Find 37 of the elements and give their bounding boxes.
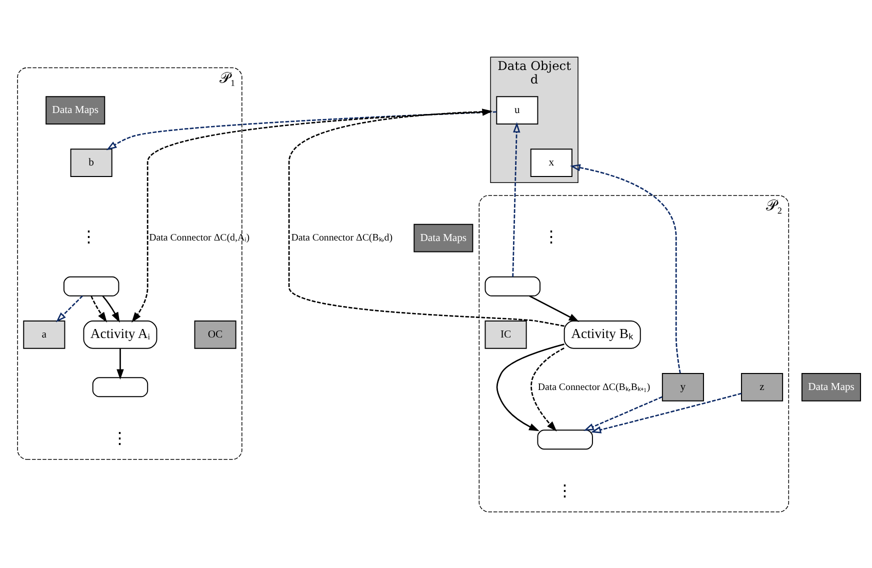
arrow <box>496 343 564 431</box>
node-box: Activity Bₖ <box>564 320 641 348</box>
label: ⋮ <box>542 226 560 246</box>
label: ⋮ <box>556 480 574 500</box>
node-box: b <box>70 148 112 176</box>
node-box: x <box>530 148 572 176</box>
arrow <box>106 110 497 150</box>
arrow <box>288 108 564 326</box>
arrow <box>102 295 120 322</box>
node-box <box>484 276 540 296</box>
node-box: Data Maps <box>414 223 474 252</box>
node-box <box>92 376 148 397</box>
node-box: Data Maps <box>801 372 862 401</box>
arrow <box>570 164 681 373</box>
node-box: OC <box>194 320 236 348</box>
label: ⋮ <box>80 226 98 246</box>
arrow <box>530 347 564 431</box>
arrow <box>584 396 662 430</box>
node-box: z <box>741 372 784 401</box>
arrow <box>512 122 520 276</box>
arrow <box>590 392 742 433</box>
arrow <box>529 294 580 322</box>
edge-label: Data Connector ΔC(Bₖ,d) <box>291 232 393 244</box>
arrow <box>90 295 108 322</box>
node-box <box>537 429 593 450</box>
arrow <box>116 348 124 380</box>
node-box: u <box>496 96 538 124</box>
node-box: Data Maps <box>46 96 106 124</box>
node-box <box>63 276 120 296</box>
arrow <box>56 294 83 322</box>
label: ⋮ <box>112 428 129 448</box>
node-box: a <box>23 320 66 348</box>
node-box: Activity Aᵢ <box>83 320 158 348</box>
node-box: y <box>662 372 704 401</box>
node-box: IC <box>484 320 527 348</box>
edge-label: Data Connector ΔC(Bₖ,Bₖ₊₁) <box>538 381 650 392</box>
edge-label: Data Connector ΔC(d,Aᵢ) <box>149 232 250 244</box>
